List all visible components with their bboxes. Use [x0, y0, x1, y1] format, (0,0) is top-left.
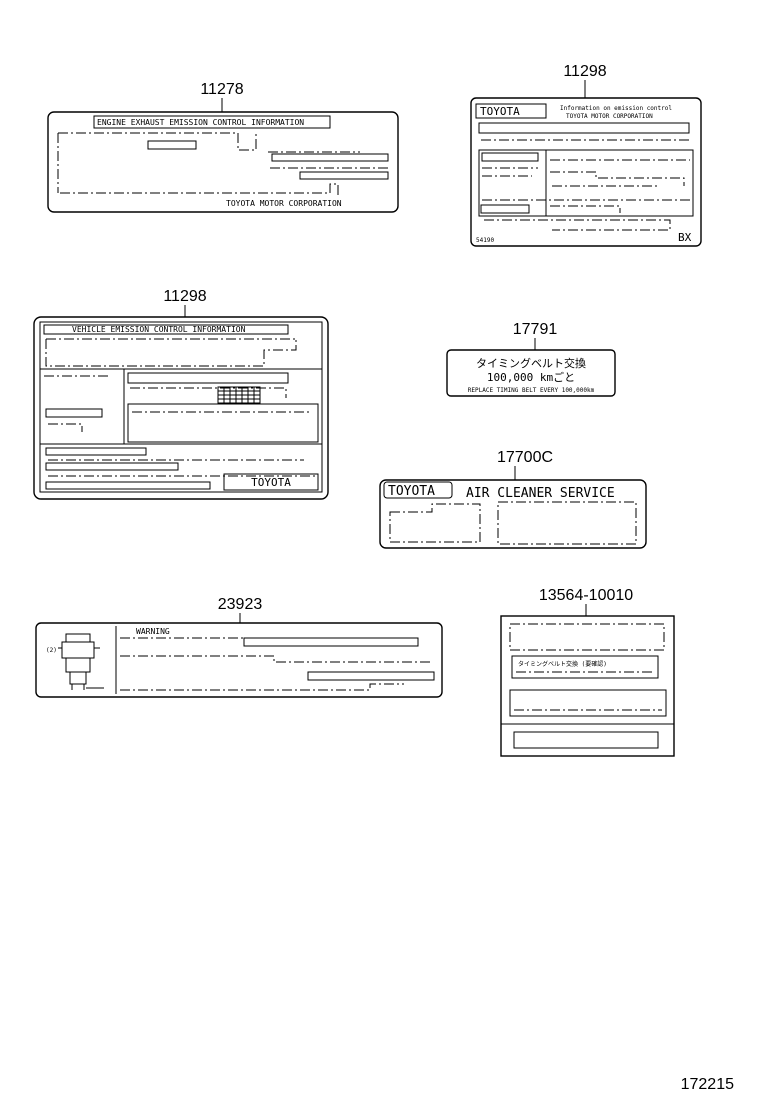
- title-box: [43, 324, 289, 335]
- callout-marker: (2): [46, 647, 57, 654]
- data-area: [497, 501, 637, 545]
- brand-box: [223, 473, 319, 491]
- field-box: [45, 481, 211, 490]
- brand-text: TOYOTA: [388, 484, 435, 499]
- data-line: [58, 132, 257, 151]
- part-number-11278: 11278: [200, 81, 243, 98]
- data-area: [389, 503, 481, 543]
- data-line: [130, 387, 287, 398]
- label-line-2: 100,000 kmごと: [487, 370, 575, 384]
- data-line: [550, 171, 685, 186]
- label-line-3: REPLACE TIMING BELT EVERY 100,000km: [468, 387, 595, 394]
- brand-box: [475, 103, 547, 119]
- diagram-number: 172215: [681, 1076, 734, 1093]
- field-box: [243, 637, 419, 647]
- grid-pattern: [217, 386, 261, 404]
- label-17700c: 17700C TOYOTA AIR CLEANER SERVICE: [379, 449, 647, 549]
- field-box: [147, 140, 197, 150]
- title-box: [93, 115, 331, 129]
- label-outline: [379, 479, 647, 549]
- label-title: AIR CLEANER SERVICE: [466, 486, 615, 501]
- field-box: [127, 403, 319, 443]
- data-line: [48, 423, 83, 432]
- data-line: [484, 219, 671, 231]
- field-box: [481, 152, 539, 162]
- label-outline: [35, 622, 443, 698]
- label-outline: [500, 615, 675, 757]
- label-outline: [33, 316, 329, 500]
- label-title: Information on emission control: [560, 105, 672, 112]
- label-outline: [47, 111, 399, 213]
- data-area: [509, 623, 665, 651]
- field-box: [509, 689, 667, 717]
- engine-part-icon: [58, 633, 104, 690]
- field-box: [45, 462, 179, 471]
- brand-text: TOYOTA: [251, 476, 291, 489]
- field-box: [271, 153, 389, 162]
- label-outline: [470, 97, 702, 247]
- code-text: 54190: [476, 237, 494, 244]
- inner-frame: [39, 321, 323, 493]
- data-line: [120, 655, 430, 663]
- part-number-23923: 23923: [218, 596, 263, 613]
- label-title: VEHICLE EMISSION CONTROL INFORMATION: [72, 325, 246, 334]
- field-box: [45, 447, 147, 456]
- field-box: [127, 372, 289, 384]
- part-number-11298: 11298: [563, 63, 606, 80]
- label-title: ENGINE EXHAUST EMISSION CONTROL INFORMAT…: [97, 118, 304, 127]
- data-line: [45, 339, 297, 367]
- field-box: [45, 408, 103, 418]
- field-box: [307, 671, 435, 681]
- field-box: [511, 655, 659, 679]
- table-box: [478, 149, 694, 217]
- brand-text: TOYOTA: [480, 105, 520, 118]
- field-box: [299, 171, 389, 180]
- field-box: [480, 204, 530, 214]
- label-17791: 17791 タイミングベルト交換 100,000 kmごと REPLACE TI…: [446, 321, 616, 397]
- label-11278: 11278 ENGINE EXHAUST EMISSION CONTROL IN…: [47, 81, 399, 213]
- maker-text: TOYOTA MOTOR CORPORATION: [566, 113, 653, 120]
- model-text: BX: [678, 231, 692, 244]
- data-line: [550, 205, 621, 213]
- part-number-11298: 11298: [163, 288, 206, 305]
- data-line: [60, 183, 339, 198]
- part-number-17791: 17791: [513, 321, 558, 338]
- warning-title: WARNING: [136, 627, 170, 636]
- field-box: [478, 122, 690, 134]
- field-box: [513, 731, 659, 749]
- brand-box: [383, 481, 453, 499]
- label-line-1: タイミングベルト交換 (要確認): [518, 660, 607, 668]
- label-23923: 23923 (2) WARNING: [35, 596, 443, 698]
- maker-text: TOYOTA MOTOR CORPORATION: [226, 199, 342, 208]
- label-11298-emission-info: 11298 TOYOTA Information on emission con…: [470, 63, 702, 247]
- label-13564-10010: 13564-10010 タイミングベルト交換 (要確認): [500, 587, 675, 757]
- data-line: [120, 683, 404, 691]
- part-number-17700c: 17700C: [497, 449, 553, 466]
- label-outline: [446, 349, 616, 397]
- label-line-1: タイミングベルト交換: [476, 356, 586, 370]
- part-number-13564-10010: 13564-10010: [539, 587, 633, 604]
- label-11298-vehicle-emission: 11298 VEHICLE EMISSION CONTROL INFORMATI…: [33, 288, 329, 500]
